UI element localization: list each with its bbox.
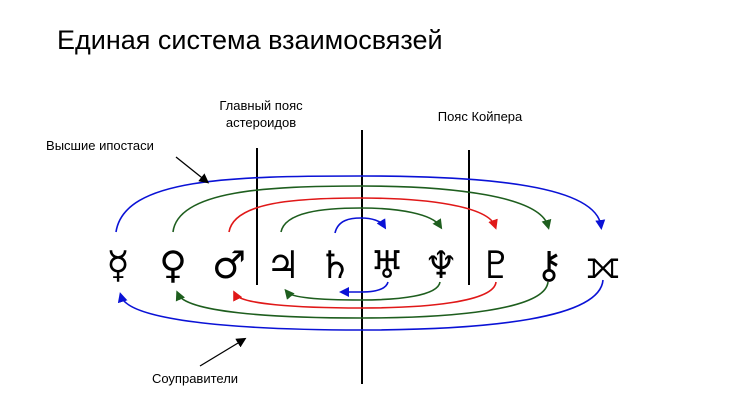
neptune-symbol: ♆ [424, 243, 458, 287]
upper-arc-mercury-transpluto [115, 175, 606, 233]
main-asteroid-belt-label-line-1: Главный пояс [219, 98, 303, 113]
transpluto-symbol: ⟗ [586, 243, 619, 287]
co-rulers-pointer [199, 337, 247, 367]
saturn-symbol: ♄ [318, 243, 352, 287]
main-asteroid-belt-label-line-2: астероидов [225, 115, 297, 130]
chiron-symbol: ⚷ [535, 243, 563, 287]
slide-title: Единая система взаимосвязей [57, 25, 443, 55]
upper-arc-mars-pluto [228, 197, 498, 233]
lower-arc-uranus-saturn [339, 281, 389, 297]
mars-symbol: ♂ [212, 243, 246, 287]
upper-arc-jupiter-neptune [280, 207, 443, 233]
kuiper-belt-label: Пояс Койпера [437, 109, 523, 124]
co-rulers-label: Соуправители [151, 371, 239, 386]
upper-arc-venus-chiron [172, 185, 552, 233]
venus-symbol: ♀ [159, 243, 187, 287]
lower-arc-pluto-mars [233, 281, 497, 309]
higher-hypostases-label: Высшие ипостаси [46, 138, 154, 153]
mercury-symbol: ☿ [106, 243, 129, 287]
uranus-symbol: ♅ [370, 243, 404, 287]
lower-arc-neptune-jupiter [284, 281, 441, 301]
jupiter-symbol: ♃ [266, 243, 300, 287]
higher-hypostases-pointer [175, 156, 210, 184]
pluto-symbol: ♇ [479, 243, 513, 287]
lower-arc-chiron-venus [175, 281, 549, 319]
upper-arc-saturn-uranus [334, 217, 387, 234]
main-asteroid-belt-label: Главный пояс астероидов [196, 97, 326, 131]
lower-arc-transpluto-mercury [117, 279, 604, 331]
